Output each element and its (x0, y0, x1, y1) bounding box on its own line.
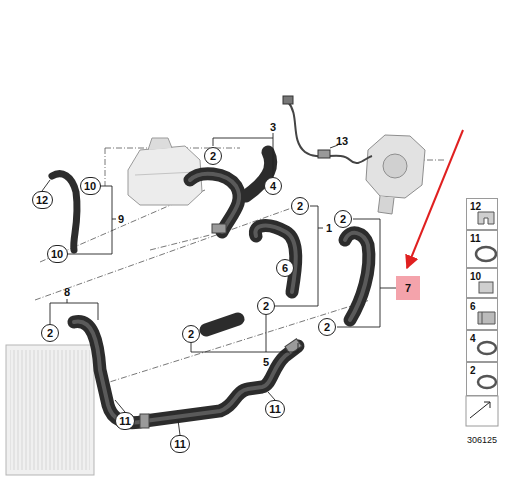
callout-number: 2 (297, 201, 303, 212)
callout-circle: 10 (80, 177, 101, 195)
callout-circle: 11 (265, 400, 285, 418)
key-cell: 2 (466, 362, 498, 396)
callout-number: 2 (188, 329, 194, 340)
callout-number: 11 (269, 404, 281, 415)
callout-circle: 2 (182, 325, 200, 343)
callout-circle: 11 (170, 435, 190, 453)
callout-number: 11 (119, 416, 131, 427)
key-cell: 4 (466, 330, 498, 362)
callout-number: 2 (470, 366, 476, 376)
callout-number: 4 (470, 334, 476, 344)
callout-number: 2 (324, 322, 330, 333)
callout-number: 10 (84, 181, 96, 192)
callout-number: 11 (174, 439, 186, 450)
callout-circle: 2 (257, 297, 275, 315)
part-number: 9 (118, 214, 124, 225)
callout-number: 6 (282, 263, 288, 274)
part-number: 8 (64, 287, 70, 298)
key-cell: 11 (466, 230, 498, 268)
thermostat-housing (366, 135, 425, 214)
callout-number: 2 (263, 301, 269, 312)
callout-number: 7 (405, 283, 411, 294)
key-cell: 6 (466, 298, 498, 330)
callout-number: 11 (470, 234, 481, 244)
callout-number: 2 (210, 151, 216, 162)
part-number: 1 (326, 223, 332, 234)
callout-number: 12 (470, 202, 481, 212)
diagram-number: 306125 (467, 436, 497, 445)
clamp-icons (466, 212, 498, 426)
callout-circle: 2 (41, 324, 59, 342)
leader-lines (42, 133, 396, 435)
callout-number: 4 (270, 181, 276, 192)
key-cell: 12 (466, 198, 498, 230)
callout-circle: 2 (204, 147, 222, 165)
callout-circle: 6 (276, 259, 294, 277)
callout-circle: 12 (32, 191, 53, 209)
part-number: 5 (263, 357, 269, 368)
callout-circle: 2 (291, 197, 309, 215)
callout-circle: 10 (47, 245, 68, 263)
sensor-wire (283, 96, 372, 163)
highlight-box: 7 (396, 276, 420, 300)
callout-circle: 4 (264, 177, 282, 195)
callout-circle: 2 (334, 210, 352, 228)
key-cell: 10 (466, 268, 498, 298)
callout-number: 10 (51, 249, 63, 260)
coolant-hoses (52, 152, 369, 428)
callout-circle: 11 (115, 412, 135, 430)
callout-number: 2 (47, 328, 53, 339)
callout-number: 6 (470, 302, 476, 312)
callout-circle: 2 (318, 318, 336, 336)
callout-number: 2 (340, 214, 346, 225)
callout-number: 12 (36, 195, 48, 206)
callout-number: 10 (470, 272, 481, 282)
radiator (6, 345, 94, 475)
pointer-arrow (407, 130, 463, 268)
part-number: 13 (336, 136, 348, 147)
part-number: 3 (270, 122, 276, 133)
